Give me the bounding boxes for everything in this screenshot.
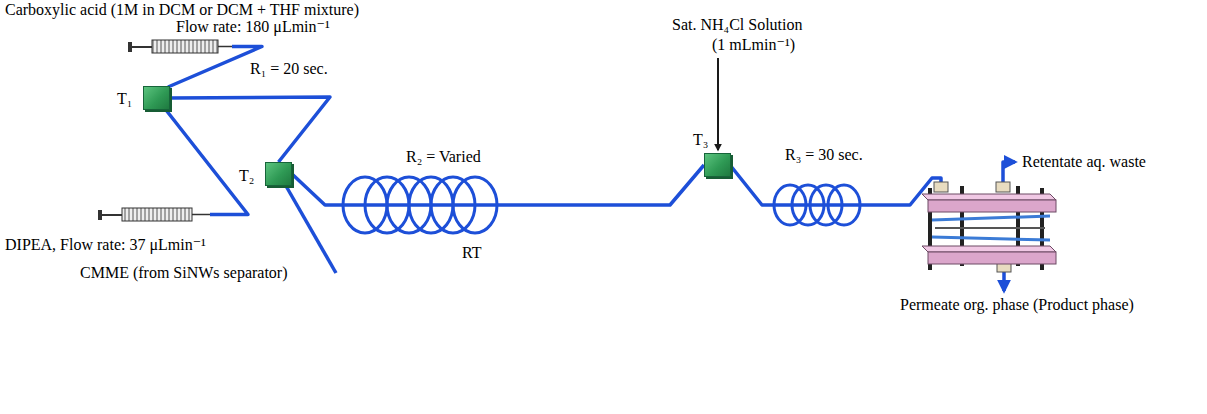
fitting [934, 182, 948, 192]
plunger-head [98, 210, 102, 220]
flow-tube [170, 97, 330, 162]
coil-loop [792, 185, 824, 225]
flow-tube [292, 165, 704, 205]
annotation: CMME (from SiNWs separator) [80, 264, 288, 282]
tee-mixer: T₁ [143, 86, 170, 110]
annotation: Sat. NH₄Cl Solution [672, 16, 802, 34]
annotation: Permeate org. phase (Product phase) [900, 296, 1134, 314]
feed-tube [286, 186, 336, 273]
top-plate [922, 194, 1056, 200]
junction-label: T₁ [117, 90, 132, 108]
annotation: Retentate aq. waste [1022, 153, 1146, 171]
membrane-sheet [932, 216, 1050, 220]
annotation: DIPEA, Flow rate: 37 μLmin⁻¹ [5, 236, 206, 254]
outlet-tube [1002, 272, 1006, 291]
coil-loop [774, 185, 806, 225]
tee-mixer: T₃ [704, 153, 731, 177]
feed-arrow [717, 58, 719, 150]
syringe [128, 40, 232, 53]
residence-time: R₁ = 20 sec. [248, 60, 330, 78]
annotation: R₃ = 30 sec. [785, 146, 863, 164]
bottom-plate [928, 252, 1056, 264]
needle [218, 46, 232, 48]
annotation: Flow rate: 180 μLmin⁻¹ [176, 18, 330, 36]
annotation: RT [462, 244, 481, 262]
needle [192, 214, 210, 216]
residence-time: R₂ = Varied [404, 148, 483, 166]
tee-mixer: T₂ [265, 162, 292, 186]
membrane-sheet [932, 237, 1050, 240]
junction-label: T₃ [693, 131, 708, 149]
fitting [996, 182, 1010, 192]
plunger-rod [132, 46, 152, 48]
plunger-rod [102, 214, 122, 216]
plunger-head [128, 42, 132, 52]
annotation: Carboxylic acid (1M in DCM or DCM + THF … [5, 1, 359, 19]
coil-loop [828, 185, 860, 225]
syringe-barrel [122, 208, 192, 221]
membrane [935, 227, 1045, 229]
junction-label: T₂ [239, 167, 254, 185]
feed-tube [166, 110, 248, 215]
top-plate [928, 200, 1056, 212]
membrane-separator [922, 182, 1056, 272]
coil-loop [810, 185, 842, 225]
tube [730, 165, 941, 205]
annotation: (1 mLmin⁻¹) [712, 36, 795, 54]
bottom-plate [922, 246, 1056, 252]
syringe [98, 208, 210, 221]
syringe-barrel [152, 40, 218, 53]
